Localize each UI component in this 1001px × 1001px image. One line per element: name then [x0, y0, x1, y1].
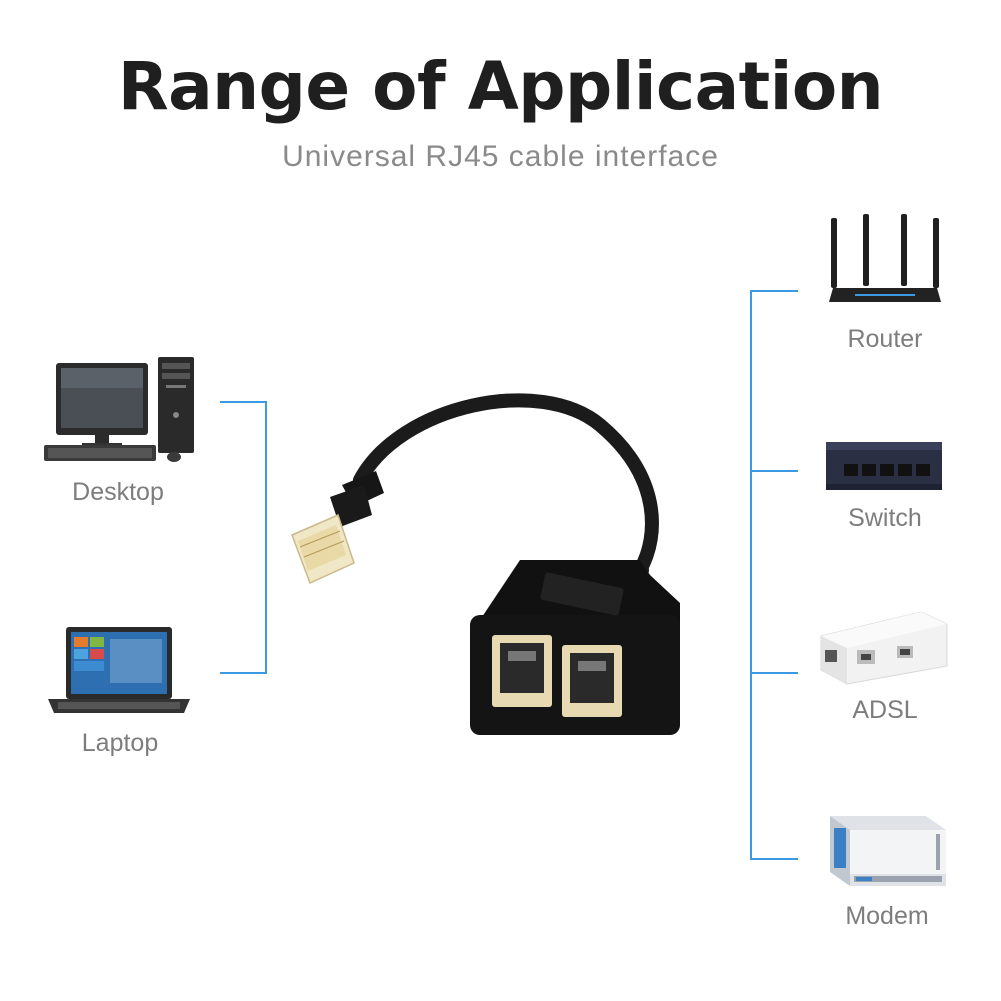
left-bracket-vertical-line: [265, 401, 267, 674]
adsl-box-icon: [815, 606, 951, 686]
page-subtitle: Universal RJ45 cable interface: [282, 140, 719, 173]
right-bracket-modem-line: [750, 858, 798, 860]
laptop-label: Laptop: [81, 729, 159, 757]
left-bracket-bottom-line: [220, 672, 267, 674]
router-icon: [825, 212, 945, 312]
rj45-splitter-cable-image: [280, 385, 700, 745]
page-title: Range of Application: [117, 48, 884, 125]
switch-label: Switch: [848, 504, 922, 532]
adsl-label: ADSL: [852, 696, 918, 724]
left-bracket-top-line: [220, 401, 267, 403]
right-bracket-adsl-line: [750, 672, 798, 674]
right-bracket-vertical-line: [750, 290, 752, 860]
router-label: Router: [847, 325, 923, 353]
laptop-icon: [44, 625, 194, 720]
modem-label: Modem: [845, 902, 929, 930]
modem-icon: [826, 810, 950, 892]
right-bracket-router-line: [750, 290, 798, 292]
network-switch-icon: [822, 440, 946, 492]
desktop-label: Desktop: [72, 478, 164, 506]
desktop-computer-icon: [40, 355, 200, 467]
right-bracket-switch-line: [750, 470, 798, 472]
